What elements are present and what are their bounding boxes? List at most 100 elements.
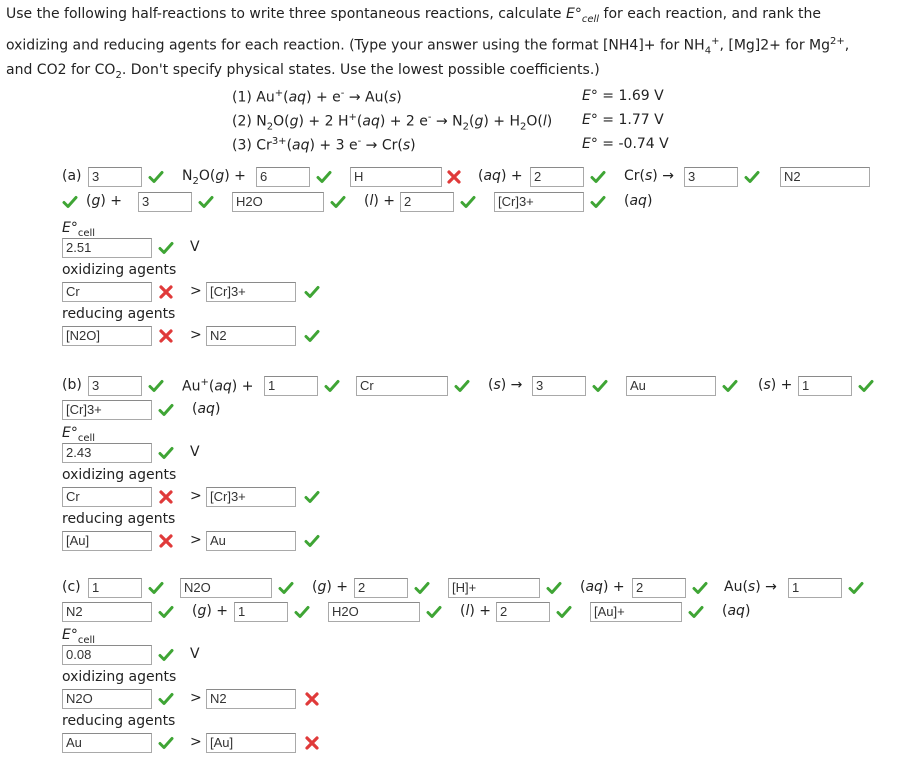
correct-check-icon <box>148 378 164 394</box>
answer-input[interactable]: N2 <box>62 602 152 622</box>
incorrect-x-icon <box>304 691 320 707</box>
part-label: (a) <box>62 168 82 184</box>
correct-check-icon <box>858 378 874 394</box>
part-label: (b) <box>62 377 82 393</box>
correct-check-icon <box>426 604 442 620</box>
reducing-agent-stronger-input[interactable]: [N2O] <box>62 326 152 346</box>
reaction-text: Au(s) → <box>724 579 777 595</box>
correct-check-icon <box>592 378 608 394</box>
oxidizing-agents-label: oxidizing agents <box>62 467 177 483</box>
answer-input[interactable]: Au <box>626 376 716 396</box>
answer-input[interactable]: 1 <box>788 578 842 598</box>
incorrect-x-icon <box>158 533 174 549</box>
answer-input[interactable]: 3 <box>138 192 192 212</box>
reaction-text: N2O(g) + <box>182 168 246 187</box>
oxidizing-agent-stronger-input[interactable]: Cr <box>62 487 152 507</box>
reaction-text: (l) + <box>460 603 492 619</box>
answer-input[interactable]: N2O <box>180 578 272 598</box>
reducing-agent-weaker-input[interactable]: Au <box>206 531 296 551</box>
correct-check-icon <box>414 580 430 596</box>
question-intro: Use the following half-reactions to writ… <box>6 0 906 84</box>
reducing-agent-stronger-input[interactable]: [Au] <box>62 531 152 551</box>
part-label: (c) <box>62 579 81 595</box>
reaction-text: (aq) <box>192 401 221 417</box>
correct-check-icon <box>62 194 78 210</box>
reducing-agent-stronger-input[interactable]: Au <box>62 733 152 753</box>
reaction-text: Au+(aq) + <box>182 377 254 395</box>
half-reaction-potential: E° = 1.77 V <box>582 112 664 128</box>
ecell-input[interactable]: 2.43 <box>62 443 152 463</box>
half-reaction-potential: E° = -0.74 V <box>582 136 669 152</box>
ecell-input[interactable]: 2.51 <box>62 238 152 258</box>
correct-check-icon <box>158 691 174 707</box>
oxidizing-agents-label: oxidizing agents <box>62 669 177 685</box>
incorrect-x-icon <box>158 328 174 344</box>
reaction-text: (s) + <box>758 377 793 393</box>
answer-input[interactable]: 3 <box>532 376 586 396</box>
correct-check-icon <box>324 378 340 394</box>
incorrect-x-icon <box>158 489 174 505</box>
reducing-agents-label: reducing agents <box>62 511 176 527</box>
answer-input[interactable]: [Cr]3+ <box>62 400 152 420</box>
oxidizing-agent-weaker-input[interactable]: [Cr]3+ <box>206 487 296 507</box>
answer-input[interactable]: Cr <box>356 376 448 396</box>
reaction-text: (g) + <box>192 603 229 619</box>
answer-input[interactable]: [H]+ <box>448 578 540 598</box>
correct-check-icon <box>460 194 476 210</box>
correct-check-icon <box>278 580 294 596</box>
answer-input[interactable]: 2 <box>354 578 408 598</box>
reducing-agent-weaker-input[interactable]: [Au] <box>206 733 296 753</box>
answer-input[interactable]: N2 <box>780 167 870 187</box>
unit-label: V <box>190 646 200 662</box>
correct-check-icon <box>304 489 320 505</box>
correct-check-icon <box>692 580 708 596</box>
correct-check-icon <box>148 169 164 185</box>
answer-input[interactable]: 2 <box>496 602 550 622</box>
answer-input[interactable]: H2O <box>232 192 324 212</box>
incorrect-x-icon <box>158 284 174 300</box>
correct-check-icon <box>304 284 320 300</box>
answer-input[interactable]: 3 <box>684 167 738 187</box>
answer-input[interactable]: [Au]+ <box>590 602 682 622</box>
correct-check-icon <box>454 378 470 394</box>
oxidizing-agent-weaker-input[interactable]: N2 <box>206 689 296 709</box>
oxidizing-agent-stronger-input[interactable]: N2O <box>62 689 152 709</box>
correct-check-icon <box>158 604 174 620</box>
correct-check-icon <box>330 194 346 210</box>
answer-input[interactable]: 2 <box>400 192 454 212</box>
answer-input[interactable]: 1 <box>234 602 288 622</box>
reducing-agent-weaker-input[interactable]: N2 <box>206 326 296 346</box>
correct-check-icon <box>158 647 174 663</box>
ecell-input[interactable]: 0.08 <box>62 645 152 665</box>
answer-input[interactable]: 3 <box>88 376 142 396</box>
answer-input[interactable]: 2 <box>530 167 584 187</box>
greater-than-label: > <box>190 734 202 750</box>
intro-line-2: oxidizing and reducing agents for each r… <box>6 36 850 57</box>
correct-check-icon <box>744 169 760 185</box>
correct-check-icon <box>556 604 572 620</box>
answer-input[interactable]: 1 <box>88 578 142 598</box>
correct-check-icon <box>590 194 606 210</box>
reaction-text: (aq) <box>722 603 751 619</box>
answer-input[interactable]: 2 <box>632 578 686 598</box>
answer-input[interactable]: 1 <box>798 376 852 396</box>
answer-input[interactable]: H <box>350 167 442 187</box>
answer-input[interactable]: 6 <box>256 167 310 187</box>
answer-input[interactable]: H2O <box>328 602 420 622</box>
oxidizing-agent-weaker-input[interactable]: [Cr]3+ <box>206 282 296 302</box>
reaction-text: (aq) + <box>580 579 625 595</box>
correct-check-icon <box>158 402 174 418</box>
correct-check-icon <box>158 240 174 256</box>
answer-input[interactable]: [Cr]3+ <box>494 192 584 212</box>
oxidizing-agent-stronger-input[interactable]: Cr <box>62 282 152 302</box>
reducing-agents-label: reducing agents <box>62 306 176 322</box>
answer-input[interactable]: 1 <box>264 376 318 396</box>
greater-than-label: > <box>190 283 202 299</box>
half-reaction-equation: (3) Cr3+(aq) + 3 e- → Cr(s) <box>232 136 416 154</box>
intro-line-3: and CO2 for CO2. Don't specify physical … <box>6 62 600 81</box>
reducing-agents-label: reducing agents <box>62 713 176 729</box>
correct-check-icon <box>848 580 864 596</box>
answer-input[interactable]: 3 <box>88 167 142 187</box>
reaction-text: (g) + <box>86 193 123 209</box>
incorrect-x-icon <box>304 735 320 751</box>
